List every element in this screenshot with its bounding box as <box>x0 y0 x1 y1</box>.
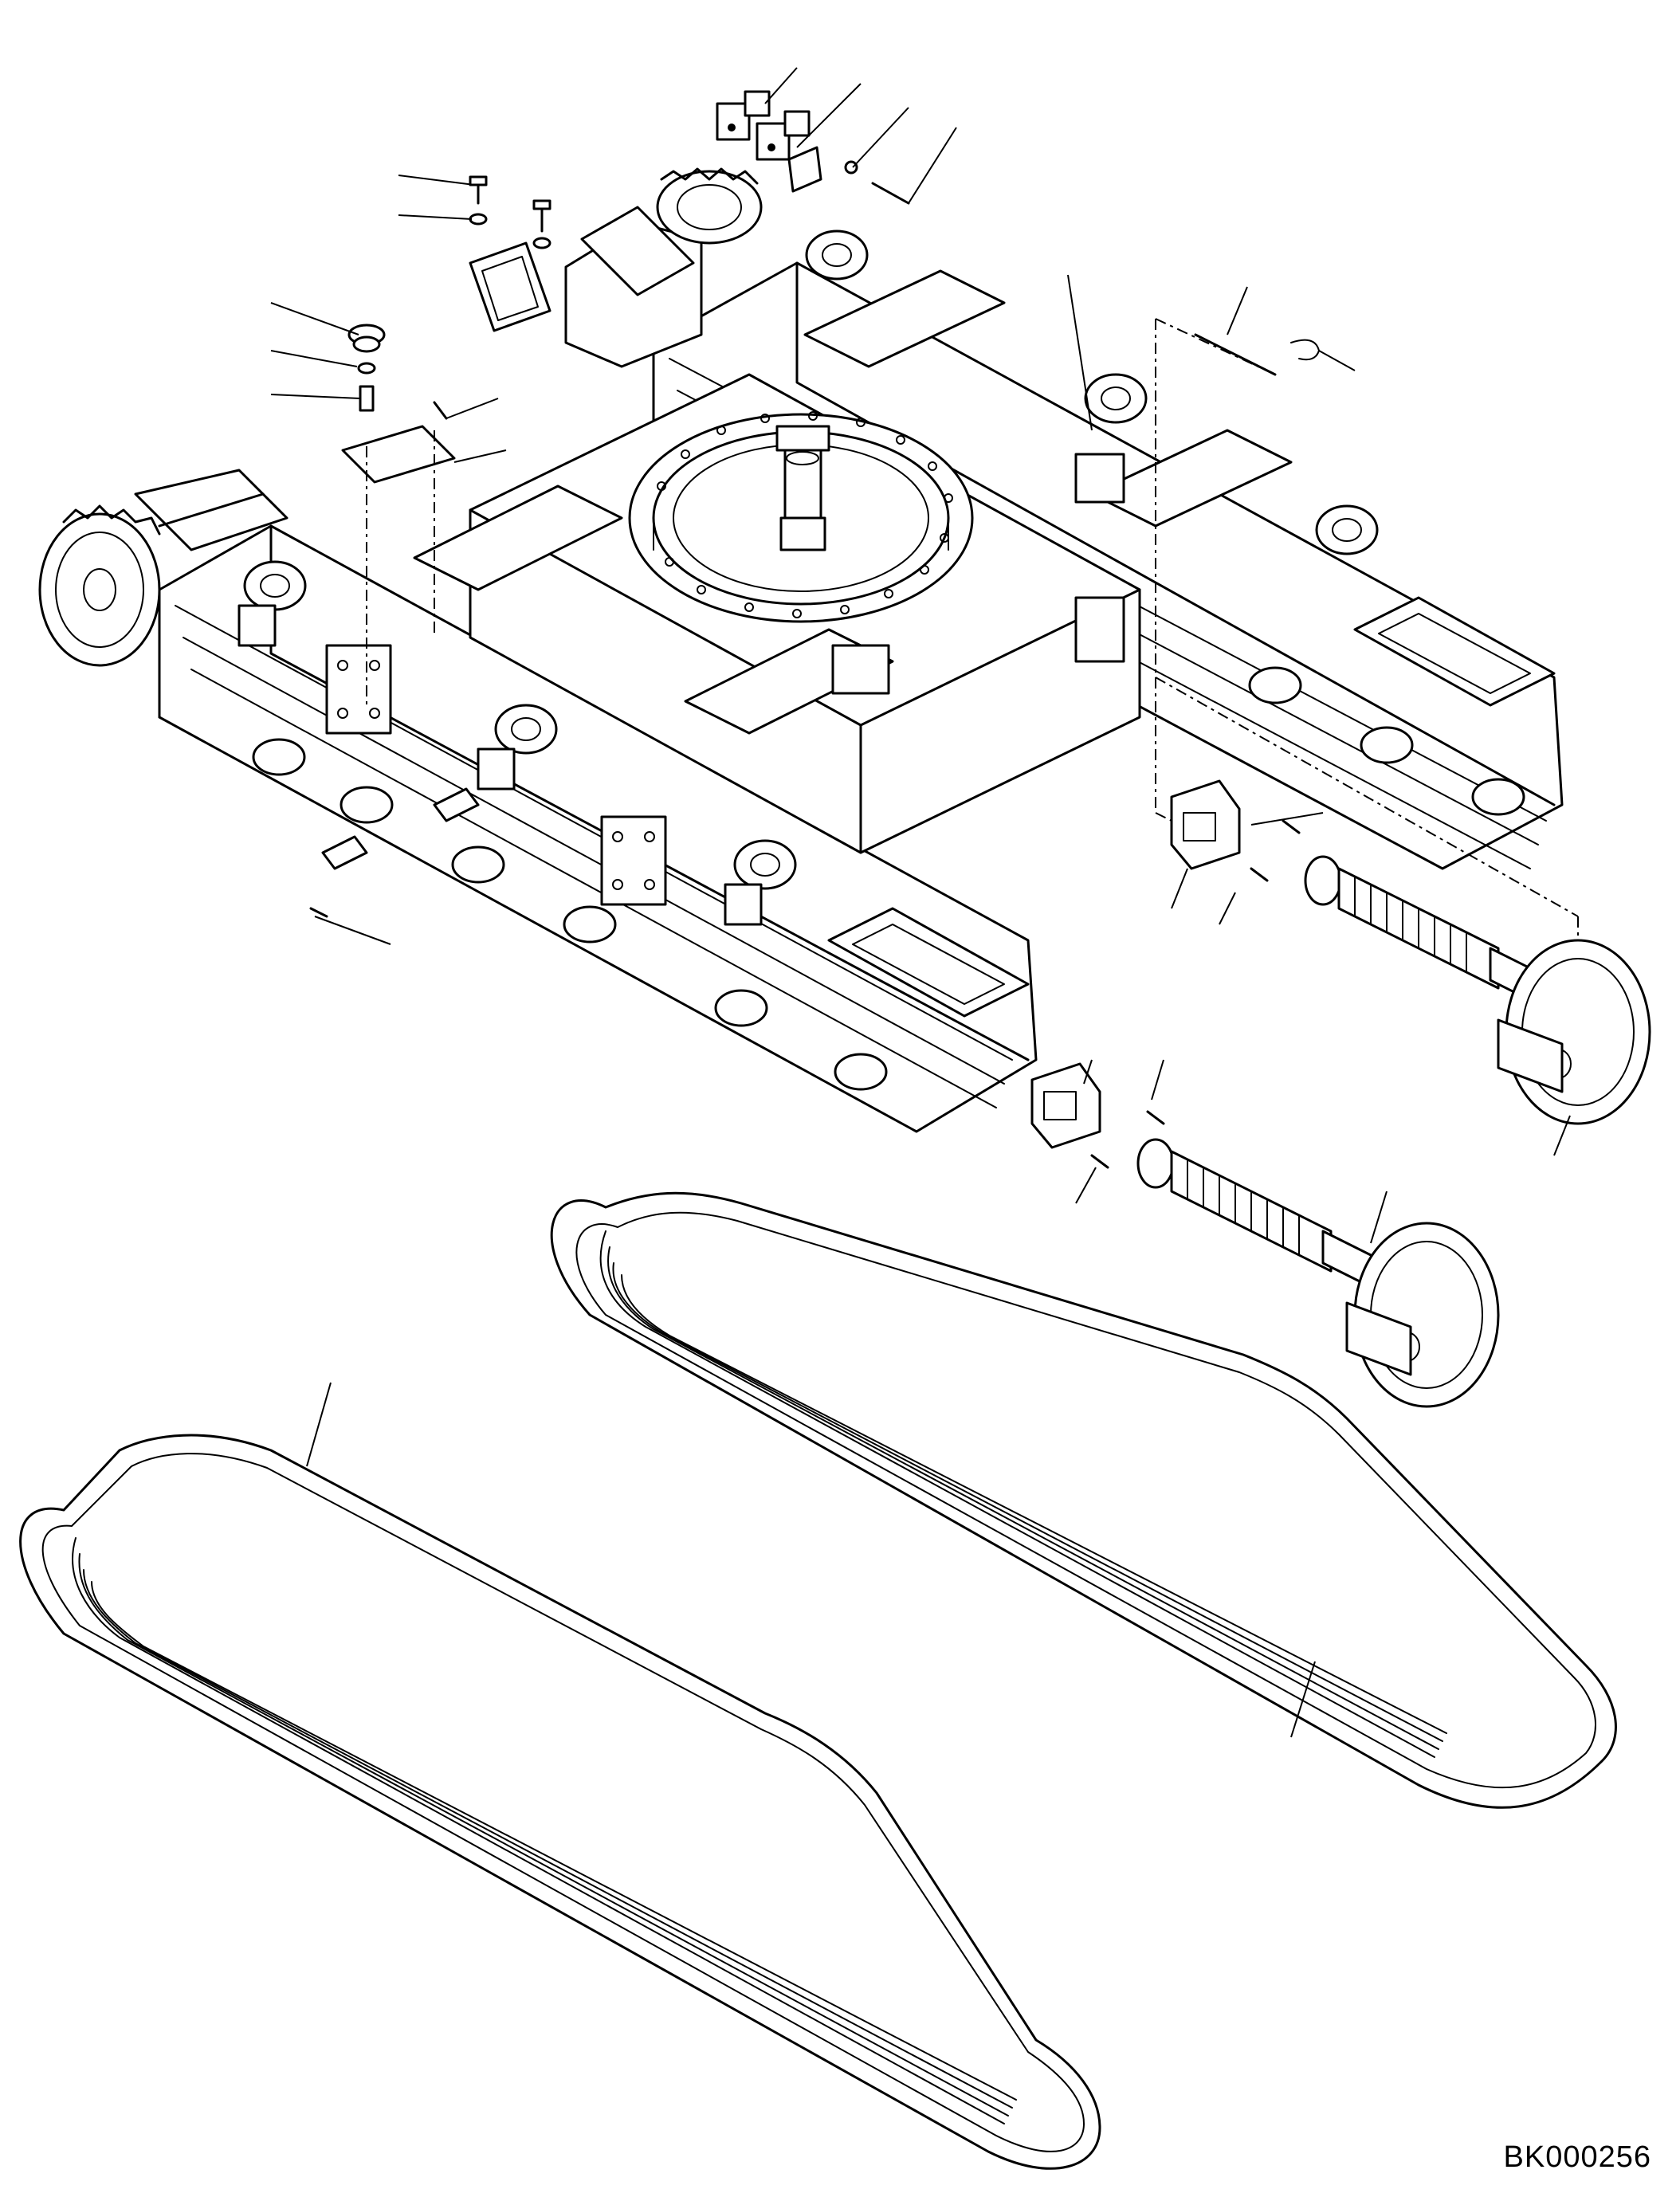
assembly-lines <box>366 318 1579 940</box>
frame-brackets <box>325 453 1125 906</box>
drawing-code: BK000256 <box>1503 2140 1651 2174</box>
callout-leaders <box>270 67 1571 1738</box>
track-adjuster-left <box>1136 1138 1500 1408</box>
undercarriage-frame <box>158 230 1564 1133</box>
rubber-track-left <box>19 1434 1101 2170</box>
final-drive-right <box>564 167 763 368</box>
track-rollers <box>252 666 1525 1091</box>
carrier-rollers <box>237 230 1379 926</box>
track-adjuster-right <box>1304 855 1651 1125</box>
final-drive-left <box>38 469 289 667</box>
rubber-track-right <box>550 1191 1617 1809</box>
